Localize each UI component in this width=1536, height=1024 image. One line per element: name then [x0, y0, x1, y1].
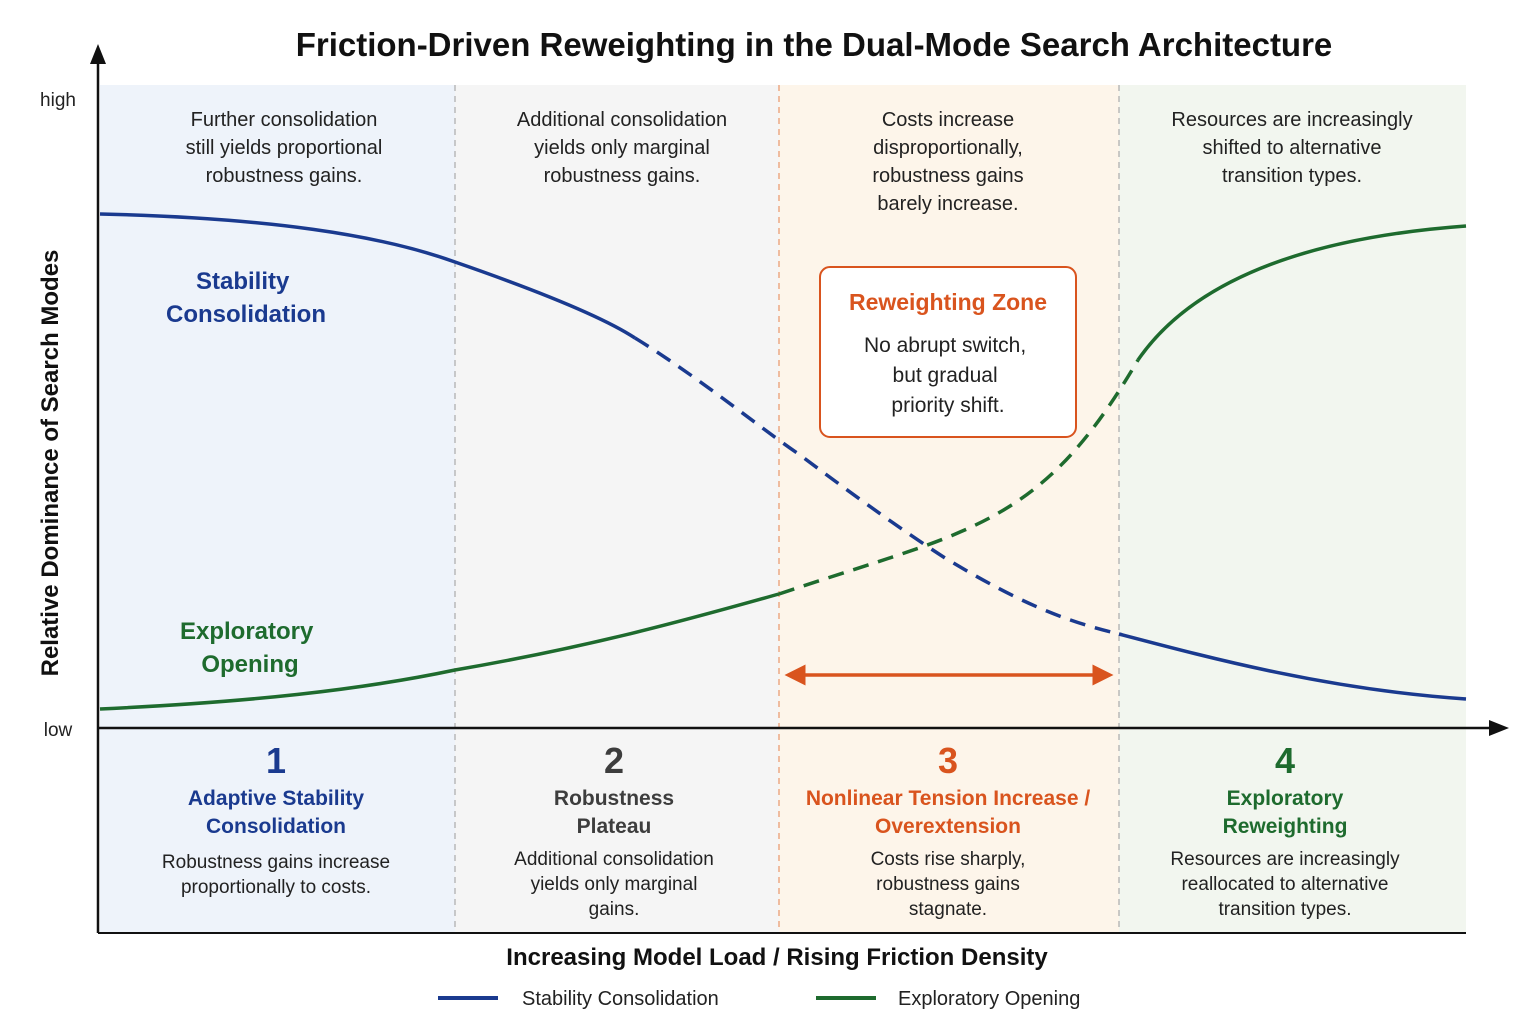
zone-3-title: Nonlinear Tension Increase / Overextensio…: [806, 787, 1091, 838]
zone-3-desc-line-1: Costs rise sharply,: [871, 849, 1026, 870]
zone-2-header-text: Additional consolidation yields only marg…: [517, 109, 727, 187]
zone-2-background: [455, 85, 779, 933]
zone-4-title-line-1: Exploratory: [1227, 787, 1344, 810]
stability-curve-solid-start: [99, 212, 636, 340]
zone-1-title-line-1: Adaptive Stability: [188, 787, 365, 810]
reweighting-callout-title: Reweighting Zone: [849, 289, 1047, 315]
zone-4-description: Resources are increasingly reallocated to…: [1170, 849, 1400, 920]
zone-4-background: [1119, 85, 1466, 933]
zone-1-header-line-3: robustness gains.: [206, 165, 363, 187]
zone-4-header-line-3: transition types.: [1222, 165, 1362, 187]
zone-4-desc-line-3: transition types.: [1218, 899, 1351, 920]
zone-2-header-line-3: robustness gains.: [544, 165, 701, 187]
zone-3-number: 3: [938, 740, 958, 781]
zone-2-description: Additional consolidation yields only marg…: [514, 849, 714, 920]
zone-2-desc-line-3: gains.: [589, 899, 640, 920]
y-axis-label: Relative Dominance of Search Modes: [37, 250, 64, 677]
stability-curve-dashed: [634, 336, 1120, 636]
exploratory-label-line-2: Opening: [201, 651, 298, 678]
callout-line-3: priority shift.: [891, 394, 1004, 417]
zone-3-header-line-2: disproportionally,: [873, 137, 1023, 159]
zone-2-title-line-1: Robustness: [554, 787, 674, 810]
zone-2-header-line-1: Additional consolidation: [517, 109, 727, 131]
zone-3-header-line-3: robustness gains: [872, 165, 1023, 187]
x-axis-arrowhead: [1489, 720, 1509, 736]
zone-1-header-text: Further consolidation still yields propor…: [186, 109, 383, 187]
reweighting-callout-box: [819, 266, 1077, 438]
y-high-label: high: [40, 90, 76, 111]
callout-line-2: but gradual: [893, 364, 998, 387]
zone-3-header-line-4: barely increase.: [877, 193, 1018, 215]
zone-3-background: [779, 85, 1119, 933]
zone-3-desc-line-2: robustness gains: [876, 874, 1020, 895]
zone-3-title-line-2: Overextension: [875, 815, 1021, 838]
zone-3-description: Costs rise sharply, robustness gains stagn…: [871, 849, 1026, 920]
zone-2-header-line-2: yields only marginal: [534, 137, 710, 159]
zone-4-desc-line-2: reallocated to alternative: [1181, 874, 1388, 895]
zone-3-header-text: Costs increase disproportionally, robustne…: [872, 109, 1023, 215]
zone-3-header-line-1: Costs increase: [882, 109, 1014, 131]
stability-curve-solid-end: [1118, 632, 1467, 701]
reweighting-callout-text: No abrupt switch, but gradual priority s…: [864, 334, 1032, 417]
exploratory-curve-solid-end: [1136, 224, 1467, 361]
stability-curve-label: Stability Consolidation: [166, 268, 326, 328]
zone-1-header-line-1: Further consolidation: [191, 109, 378, 131]
exploratory-curve-solid-start: [99, 592, 780, 711]
zone-1-header-line-2: still yields proportional: [186, 137, 383, 159]
zone-4-header-text: Resources are increasingly shifted to alt…: [1171, 109, 1412, 187]
zone-2-desc-line-1: Additional consolidation: [514, 849, 714, 870]
zone-4-number: 4: [1275, 740, 1295, 781]
zone-1-desc-line-1: Robustness gains increase: [162, 852, 390, 873]
exploratory-label-line-1: Exploratory: [180, 618, 314, 645]
legend-exploratory-label: Exploratory Opening: [898, 988, 1080, 1010]
zone-4-desc-line-1: Resources are increasingly: [1170, 849, 1400, 870]
zone-1-number: 1: [266, 740, 286, 781]
y-low-label: low: [44, 720, 73, 741]
zone-1-title-line-2: Consolidation: [206, 815, 346, 838]
y-axis-arrowhead: [90, 44, 106, 64]
zone-3-desc-line-3: stagnate.: [909, 899, 987, 920]
zone-4-title-line-2: Reweighting: [1223, 815, 1348, 838]
zone-2-desc-line-2: yields only marginal: [531, 874, 698, 895]
legend-stability-label: Stability Consolidation: [522, 988, 719, 1010]
exploratory-curve-label: Exploratory Opening: [180, 618, 320, 678]
x-axis-label: Increasing Model Load / Rising Friction …: [506, 944, 1048, 971]
zone-4-header-line-2: shifted to alternative: [1203, 137, 1382, 159]
stability-label-line-2: Consolidation: [166, 301, 326, 328]
zone-1-description: Robustness gains increase proportionally …: [162, 852, 390, 898]
zone-2-title-line-2: Plateau: [577, 815, 652, 838]
stability-label-line-1: Stability: [196, 268, 290, 295]
zone-2-number: 2: [604, 740, 624, 781]
zone-3-title-line-1: Nonlinear Tension Increase /: [806, 787, 1091, 810]
callout-line-1: No abrupt switch,: [864, 334, 1026, 357]
diagram-title: Friction-Driven Reweighting in the Dual-…: [296, 26, 1333, 63]
zone-1-desc-line-2: proportionally to costs.: [181, 877, 371, 898]
zone-4-header-line-1: Resources are increasingly: [1171, 109, 1412, 131]
